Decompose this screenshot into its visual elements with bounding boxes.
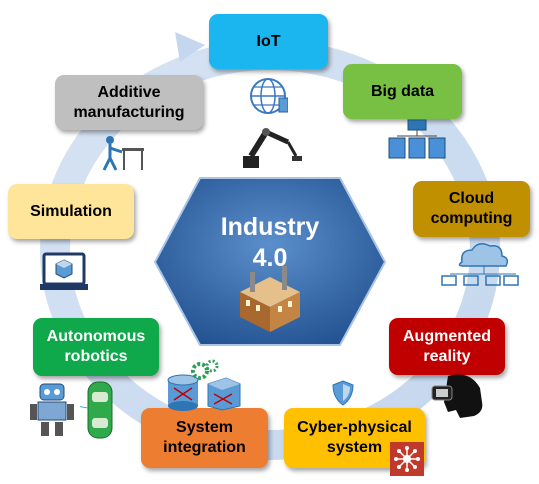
3d-printer-icon bbox=[102, 136, 144, 171]
robot-icon bbox=[30, 383, 74, 436]
shield-icon bbox=[332, 380, 354, 406]
node-iot-label: IoT bbox=[256, 32, 281, 50]
node-cloud-label: Cloud computing bbox=[430, 190, 513, 227]
node-system-integration: System integration bbox=[141, 408, 268, 468]
node-ar-label: Augmented reality bbox=[403, 327, 491, 365]
node-augmented-reality: Augmented reality bbox=[389, 318, 505, 375]
car-icon bbox=[80, 381, 113, 439]
center-hexagon bbox=[153, 177, 387, 346]
node-robotics-label: Autonomous robotics bbox=[46, 328, 146, 365]
node-additive-label: Additive manufacturing bbox=[73, 83, 185, 121]
center-title: Industry 4.0 bbox=[220, 213, 320, 273]
cycle-arrow-head-icon bbox=[175, 32, 205, 62]
node-autonomous-robotics: Autonomous robotics bbox=[33, 318, 159, 376]
gears-icon bbox=[191, 359, 219, 380]
globe-icon bbox=[250, 78, 288, 114]
node-big-data-label: Big data bbox=[370, 82, 435, 100]
laptop-cube-icon bbox=[40, 252, 88, 290]
database-stack-icon bbox=[388, 119, 446, 159]
factory-icon bbox=[240, 266, 300, 332]
node-si-label: System integration bbox=[163, 419, 246, 456]
node-simulation-label: Simulation bbox=[30, 202, 112, 220]
network-node-icon bbox=[390, 442, 424, 476]
node-simulation: Simulation bbox=[8, 184, 134, 239]
node-cloud-computing: Cloud computing bbox=[413, 181, 530, 237]
database-cube-icon bbox=[207, 377, 241, 411]
vr-headset-icon bbox=[431, 374, 483, 418]
robot-arm-icon bbox=[243, 128, 302, 168]
node-big-data: Big data bbox=[343, 64, 462, 119]
database-cylinder-icon bbox=[167, 374, 199, 411]
node-additive-manufacturing: Additive manufacturing bbox=[55, 75, 203, 130]
cloud-network-icon bbox=[441, 243, 519, 286]
node-cps-label: Cyber-physical system bbox=[297, 419, 412, 456]
node-iot: IoT bbox=[209, 14, 328, 69]
